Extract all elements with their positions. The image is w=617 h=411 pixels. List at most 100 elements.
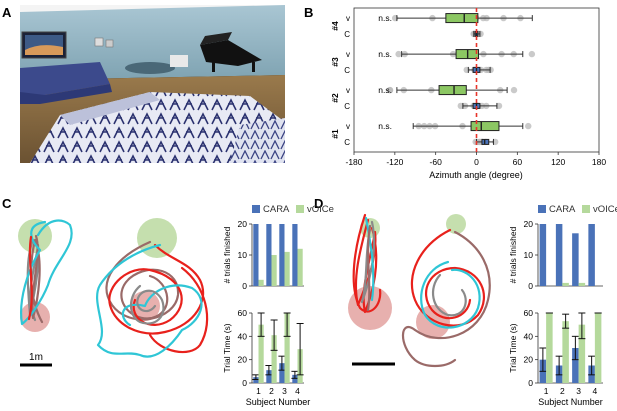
trajectory [352,213,382,313]
y-tick-label: 10 [238,250,248,260]
condition-label: v [346,50,350,59]
y-tick-label: 0 [528,378,533,388]
start-marker [137,218,177,258]
x-tick-label: 1 [256,386,261,396]
panel-label-a: A [2,5,12,20]
x-tick-label: 180 [592,157,606,167]
bar [266,224,272,286]
trajectory [148,266,209,354]
y-tick-label: 40 [238,331,248,341]
bar [562,282,569,286]
bar [572,348,579,383]
legend-label: vOICe [593,204,617,215]
trajectory [108,243,205,335]
bar [562,321,569,383]
condition-label: v [346,86,350,95]
bar [594,313,602,383]
condition-label: C [344,102,350,111]
y-tick-label: 20 [238,355,248,365]
bar [258,324,264,383]
x-tick-label: 3 [576,386,581,396]
box [470,121,500,132]
y-tick-label: 60 [524,308,534,318]
legend-swatch [296,205,304,213]
bar [284,251,290,286]
trajectory [105,240,180,321]
trial-point [528,50,536,58]
bar [266,370,272,383]
virtual-room-render [20,5,285,163]
y-axis-label: Trial Time (s) [508,323,518,372]
trajectory [20,219,73,326]
bar [539,224,547,286]
x-tick-label: 120 [551,157,565,167]
significance-label: n.s. [378,85,392,95]
y-tick-label: 0 [242,378,247,388]
y-axis-label: Trial Time (s) [222,323,232,372]
y-tick-label: 20 [238,219,248,229]
bar [588,224,595,286]
x-axis-label: Subject Number [246,397,311,407]
trajectories-c: 1m [18,218,209,367]
legend-label: CARA [549,204,576,215]
x-tick-label: 1 [544,386,549,396]
trial-point [525,122,532,130]
x-tick-label: 4 [295,386,300,396]
condition-label: C [344,138,350,147]
y-tick-label: 60 [238,308,248,318]
legend-swatch [538,205,546,213]
trajectory [27,235,33,321]
trajectory [401,230,491,368]
significance-label: n.s. [378,121,392,131]
x-tick-label: 4 [593,386,598,396]
subject-label: #2 [330,93,340,103]
significance-label: n.s. [378,49,392,59]
bar [578,282,586,286]
panel-label-c: C [2,196,12,211]
condition-label: C [344,30,350,39]
bar [546,313,553,383]
trajectory [366,224,372,312]
condition-label: C [344,66,350,75]
x-axis-label: Azimuth angle (degree) [429,170,523,180]
scale-bar-label: 1m [29,352,43,363]
x-tick-label: 2 [560,386,565,396]
bar [284,313,290,383]
y-tick-label: 20 [524,219,534,229]
trajectory [129,284,165,325]
bar [253,377,259,383]
y-tick-label: 0 [242,281,247,291]
y-tick-label: 20 [524,355,534,365]
trajectory [360,220,376,304]
goal-marker [20,302,50,332]
x-tick-label: 0 [474,157,479,167]
bar [253,224,259,286]
subject-label: #1 [330,129,340,139]
trajectory [96,243,203,358]
y-axis-label: # trials finished [508,226,518,283]
bar [572,233,579,286]
box [445,13,479,24]
bar [292,374,298,383]
condition-label: v [346,14,350,23]
panel-label-d: D [314,196,323,211]
subject-label: #3 [330,57,340,67]
bar [271,255,277,286]
legend-swatch [582,205,590,213]
condition-label: v [346,122,350,131]
panel-label-b: B [304,5,313,20]
trial-point [510,86,518,94]
x-axis-label: Subject Number [538,397,603,407]
bar [292,224,298,286]
bar [279,224,285,286]
y-tick-label: 10 [524,250,534,260]
bar [271,335,277,383]
trial-point [386,86,394,94]
legend-label: CARA [263,204,290,215]
y-axis-label: # trials finished [222,226,232,283]
trial-point [477,30,484,38]
